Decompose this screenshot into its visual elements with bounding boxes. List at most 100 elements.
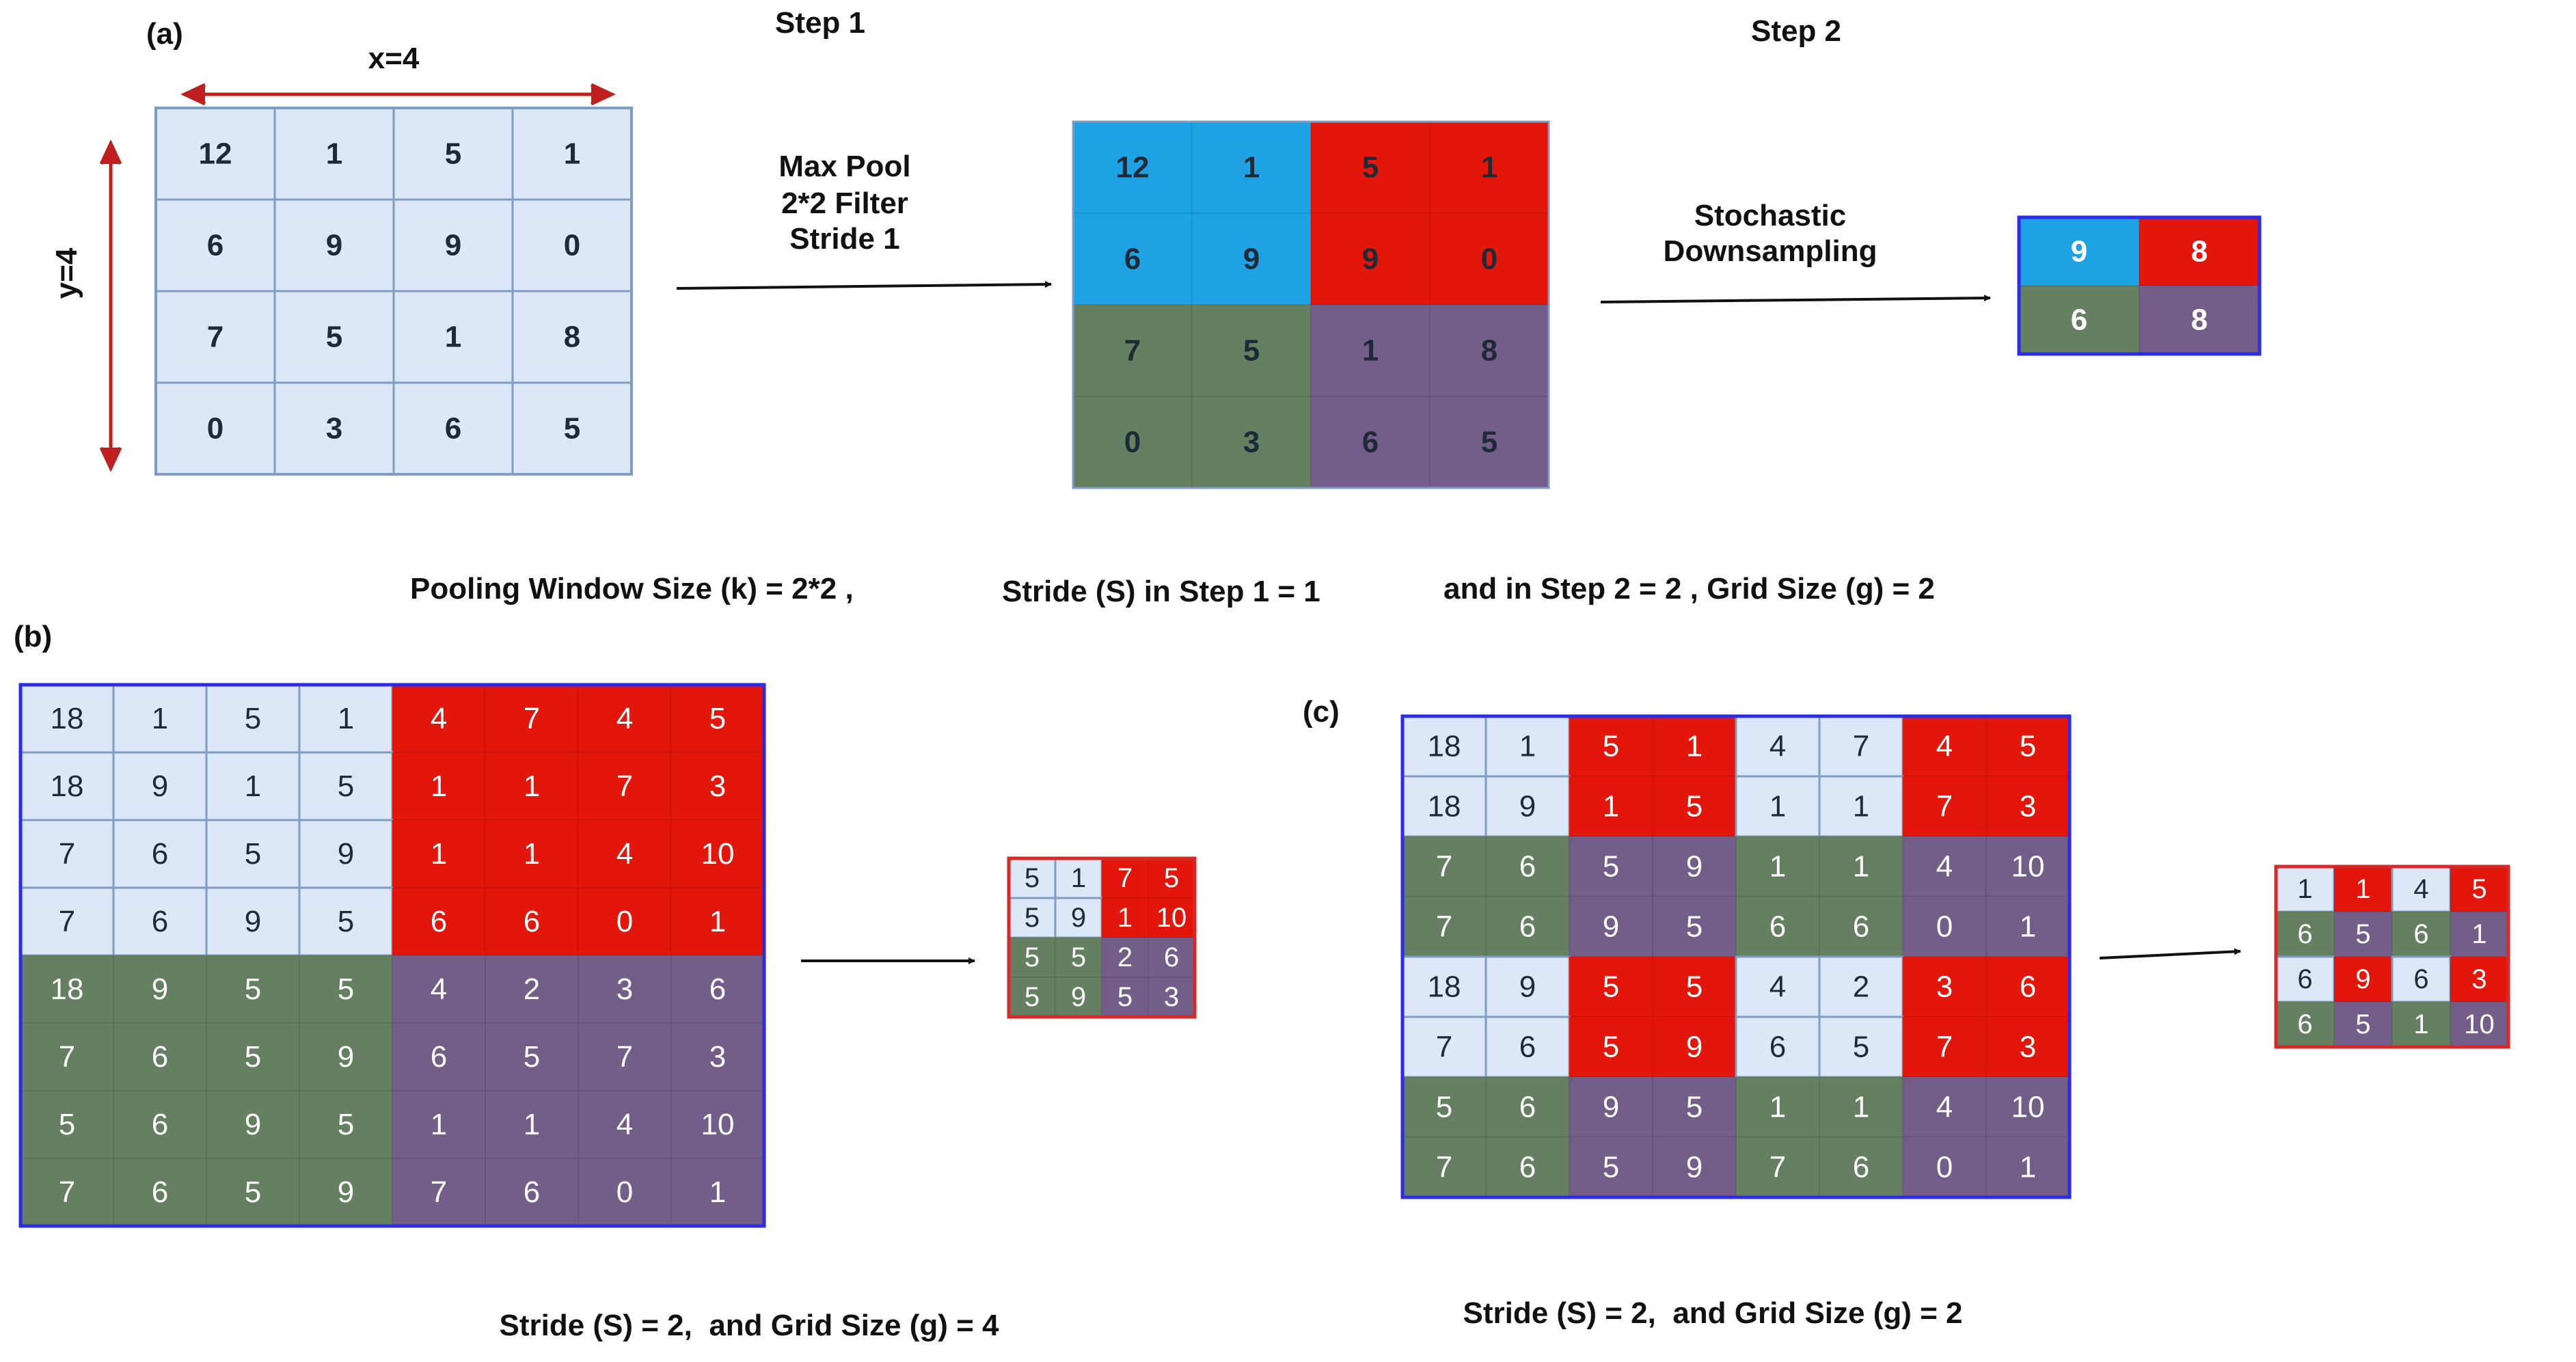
input-matrix-b-cell <box>670 955 765 1024</box>
input-matrix-c-value: 10 <box>2011 1091 2045 1124</box>
output-matrix-b-cell <box>1101 977 1149 1018</box>
output-matrix-b-frame <box>1007 856 1197 1019</box>
output-matrix-c-value: 5 <box>2355 919 2370 949</box>
output-matrix-a-cell <box>2139 217 2260 286</box>
input-matrix-b-value: 4 <box>431 702 447 735</box>
input-matrix-c-cell <box>1985 1076 2070 1138</box>
input-matrix-a-value: 5 <box>445 137 461 171</box>
input-matrix-b-cell <box>298 751 394 821</box>
input-matrix-a-value: 3 <box>326 412 342 446</box>
input-matrix-b-cell <box>670 752 765 821</box>
input-matrix-c-cell <box>1652 1016 1737 1078</box>
input-matrix-b-value: 9 <box>245 905 261 938</box>
input-matrix-c-value: 18 <box>1428 730 1461 763</box>
input-matrix-c-value: 6 <box>1853 910 1869 944</box>
input-matrix-a-value: 5 <box>326 321 342 354</box>
caption-step2-grid: and in Step 2 = 2 , Grid Size (g) = 2 <box>1443 572 1935 605</box>
input-matrix-c-value: 6 <box>1519 850 1536 884</box>
input-matrix-c-cell <box>1569 896 1653 957</box>
input-matrix-c-value: 7 <box>1936 790 1953 823</box>
input-matrix-c-cell <box>1652 956 1737 1018</box>
input-matrix-c-value: 6 <box>1519 1091 1536 1124</box>
input-matrix-c-value: 0 <box>1936 1151 1953 1184</box>
pooled-matrix-a-value: 1 <box>1362 334 1379 368</box>
output-matrix-c-value: 5 <box>2355 1009 2370 1039</box>
output-matrix-b-value: 1 <box>1071 863 1086 893</box>
pooled-matrix-a-value: 5 <box>1243 334 1260 368</box>
input-matrix-b-cell <box>392 752 486 821</box>
pooled-matrix-a-cell <box>1072 213 1193 305</box>
input-matrix-b-value: 5 <box>338 769 354 803</box>
input-matrix-c-cell <box>1402 896 1487 957</box>
input-matrix-c-value: 7 <box>1936 1031 1953 1064</box>
output-matrix-c-value: 4 <box>2413 874 2428 904</box>
input-matrix-b-value: 5 <box>245 702 261 735</box>
input-matrix-c-value: 1 <box>2020 910 2036 944</box>
input-matrix-b-cell <box>485 1090 579 1159</box>
input-matrix-c-value: 1 <box>1853 850 1869 884</box>
input-matrix-c-cell <box>1902 896 1987 957</box>
output-matrix-a-value: 9 <box>2071 235 2087 269</box>
input-matrix-b-value: 4 <box>616 1108 633 1141</box>
input-matrix-a-value: 9 <box>326 229 342 262</box>
input-matrix-c-value: 5 <box>1686 970 1703 1004</box>
pooled-matrix-a-value: 7 <box>1124 334 1141 368</box>
pooled-matrix-a-value: 1 <box>1243 151 1260 185</box>
input-matrix-c-value: 4 <box>1770 730 1786 763</box>
step1-arrow <box>676 281 1052 290</box>
step2-label: Step 2 <box>1751 14 1841 48</box>
pooled-matrix-a-value: 8 <box>1481 334 1497 368</box>
input-matrix-b-value: 6 <box>431 905 447 938</box>
input-matrix-b-cell <box>392 1090 486 1159</box>
input-matrix-a-cell <box>511 381 633 476</box>
pooled-matrix-a-value: 9 <box>1362 243 1379 276</box>
input-matrix-b-cell <box>578 887 672 956</box>
output-matrix-c-frame <box>2274 864 2510 1049</box>
input-matrix-b-cell <box>113 1158 207 1227</box>
pooled-matrix-a-cell <box>1429 213 1549 305</box>
input-matrix-b-value: 6 <box>524 1175 540 1209</box>
input-matrix-a-value: 7 <box>207 321 223 354</box>
input-matrix-b-value: 5 <box>245 837 261 871</box>
output-matrix-b-value: 2 <box>1117 942 1133 972</box>
pooled-matrix-a-value: 6 <box>1362 426 1379 459</box>
output-matrix-b-cell <box>1008 977 1056 1018</box>
pooled-matrix-a-value: 12 <box>1116 151 1150 185</box>
input-matrix-c-cell <box>1735 715 1821 778</box>
input-matrix-c-value: 1 <box>1770 790 1786 823</box>
input-matrix-b-value: 5 <box>338 905 354 938</box>
input-matrix-b-value: 1 <box>338 702 354 735</box>
panel-c-arrow <box>2099 948 2241 959</box>
output-matrix-b-value: 9 <box>1071 903 1086 933</box>
output-matrix-a-value: 8 <box>2191 235 2208 269</box>
pooled-matrix-a-cell <box>1429 304 1549 397</box>
input-matrix-c-value: 7 <box>1436 910 1452 944</box>
op2-line-2: Downsampling <box>1664 234 1877 268</box>
input-matrix-b-value: 9 <box>152 769 168 803</box>
input-matrix-c-value: 3 <box>1936 970 1953 1004</box>
input-matrix-c-cell <box>1569 1076 1653 1138</box>
input-matrix-b-value: 2 <box>524 972 540 1006</box>
output-matrix-b-value: 5 <box>1025 982 1040 1012</box>
input-matrix-a-cell <box>511 290 633 384</box>
input-matrix-b-value: 6 <box>431 1040 447 1074</box>
input-matrix-b-cell <box>299 1090 393 1159</box>
input-matrix-b-value: 18 <box>51 972 84 1006</box>
input-matrix-c-cell <box>1902 1016 1987 1078</box>
caption-stride-step1: Stride (S) in Step 1 = 1 <box>1002 575 1320 608</box>
panel-c-caption: Stride (S) = 2, and Grid Size (g) = 2 <box>1463 1296 1962 1330</box>
input-matrix-b-cell <box>578 1158 672 1227</box>
y-dimension-label: y=4 <box>50 247 83 299</box>
input-matrix-b-cell <box>485 819 579 888</box>
input-matrix-c-value: 7 <box>1853 730 1869 763</box>
input-matrix-c-cell <box>1985 716 2070 777</box>
pooled-matrix-a-cell <box>1072 304 1193 397</box>
input-matrix-a-value: 8 <box>564 321 580 354</box>
input-matrix-c-cell <box>1818 955 1904 1018</box>
output-matrix-c-value: 3 <box>2471 964 2486 994</box>
input-matrix-c-value: 9 <box>1519 790 1536 823</box>
input-matrix-c-value: 5 <box>1603 850 1619 884</box>
input-matrix-b-cell <box>670 684 765 753</box>
